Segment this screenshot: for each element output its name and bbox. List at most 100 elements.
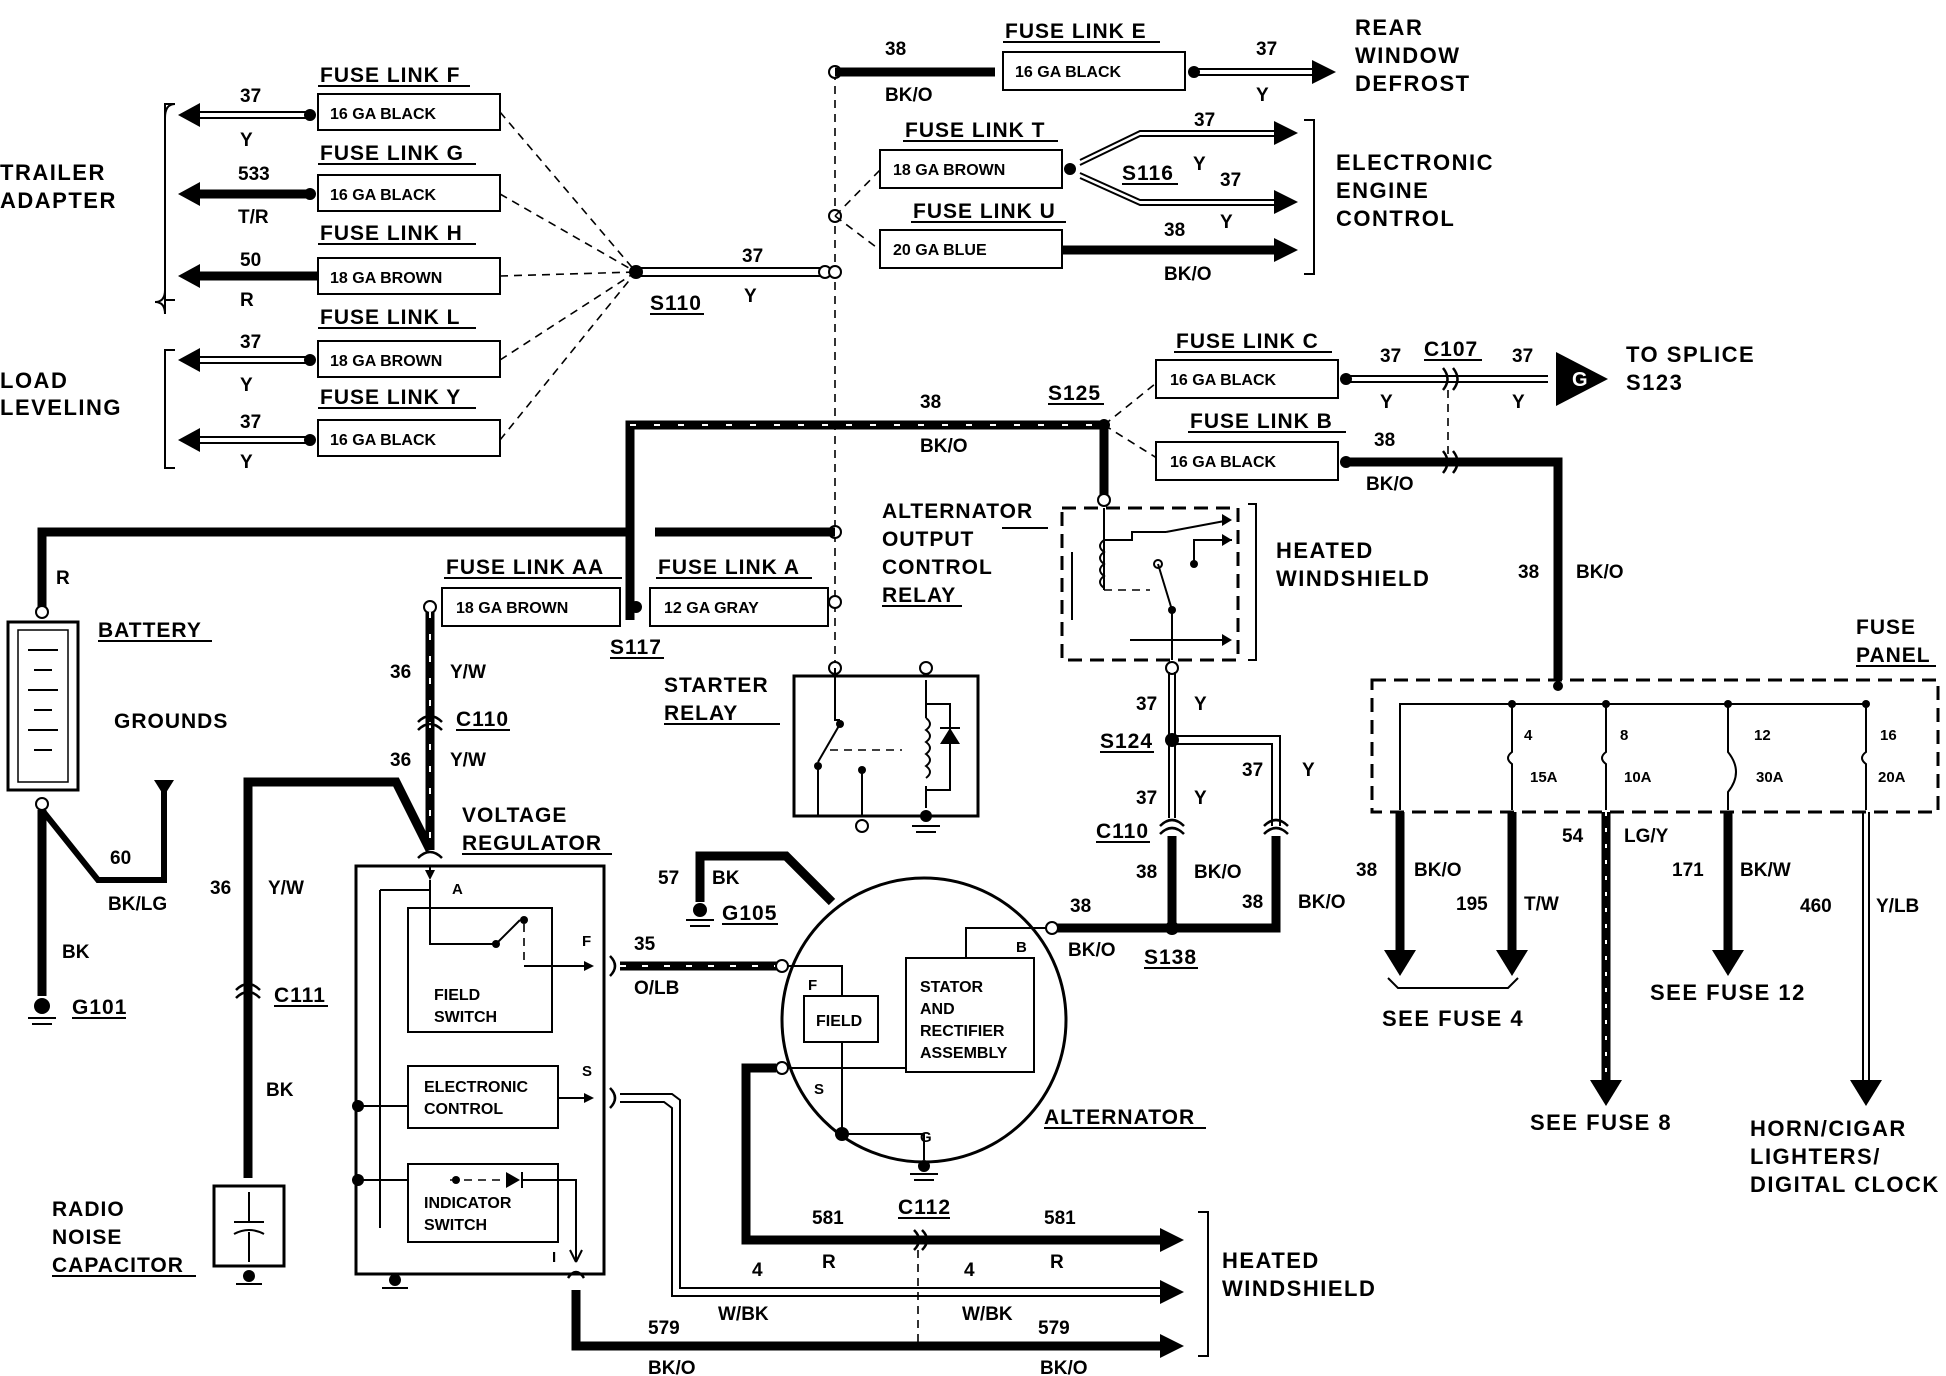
fuse-link-b: FUSE LINK B 16 GA BLACK 38 BK/O 38 BK/O [1155, 410, 1624, 680]
fuse-link-l: FUSE LINK L 18 GA BROWN 37 Y [178, 306, 501, 396]
svg-text:R: R [56, 568, 70, 589]
svg-text:RADIO: RADIO [52, 1198, 125, 1221]
fuse-link-a: FUSE LINK A 12 GA GRAY [649, 556, 829, 627]
svg-text:15A: 15A [1530, 769, 1558, 786]
svg-text:FUSE LINK H: FUSE LINK H [320, 222, 463, 245]
svg-text:S138: S138 [1144, 946, 1197, 969]
svg-text:4: 4 [1524, 727, 1533, 744]
fuse-link-c: FUSE LINK C 16 GA BLACK 37 Y 37 Y C107 G… [1155, 330, 1755, 462]
svg-text:STATOR: STATOR [920, 979, 984, 996]
svg-text:C107: C107 [1424, 338, 1478, 361]
svg-text:RELAY: RELAY [882, 584, 956, 607]
trailer-bracket [164, 103, 175, 301]
svg-text:Y: Y [1302, 760, 1315, 781]
svg-text:37: 37 [1256, 39, 1277, 60]
trailer-adapter-group: TRAILER ADAPTER [0, 103, 176, 315]
svg-text:FUSE LINK B: FUSE LINK B [1190, 410, 1333, 433]
svg-text:ELECTRONIC: ELECTRONIC [1336, 150, 1494, 175]
svg-text:18 GA BROWN: 18 GA BROWN [330, 353, 442, 370]
svg-text:G105: G105 [722, 902, 777, 925]
svg-text:W/BK: W/BK [962, 1304, 1013, 1325]
svg-text:Y: Y [1380, 392, 1393, 413]
fuse-panel: FUSE PANEL 4 15A 8 10A 12 30A 16 20A [1370, 616, 1940, 814]
svg-text:BK/O: BK/O [1576, 562, 1624, 583]
svg-text:195: 195 [1456, 894, 1488, 915]
svg-text:STARTER: STARTER [664, 674, 769, 697]
svg-text:12 GA GRAY: 12 GA GRAY [664, 600, 759, 617]
svg-text:18 GA BROWN: 18 GA BROWN [893, 162, 1005, 179]
voltage-regulator: VOLTAGE REGULATOR A FIELD SWITCH F ELECT… [352, 804, 612, 1289]
svg-text:BK: BK [62, 942, 90, 963]
svg-text:FUSE LINK AA: FUSE LINK AA [446, 556, 604, 579]
svg-text:SEE FUSE 8: SEE FUSE 8 [1530, 1110, 1672, 1135]
svg-text:BK/LG: BK/LG [108, 894, 167, 915]
svg-text:37: 37 [240, 412, 261, 433]
svg-text:FUSE LINK E: FUSE LINK E [1005, 20, 1147, 43]
fuse-panel-outputs: 38 BK/O 195 T/W SEE FUSE 4 54 LG/Y SEE F… [1356, 812, 1938, 1197]
svg-text:Y/W: Y/W [450, 750, 486, 771]
svg-text:38: 38 [1164, 220, 1185, 241]
fuse-link-y: FUSE LINK Y 16 GA BLACK 37 Y [178, 386, 501, 473]
svg-text:NOISE: NOISE [52, 1226, 122, 1249]
svg-text:BK/O: BK/O [1040, 1358, 1088, 1376]
svg-text:TO SPLICE: TO SPLICE [1626, 342, 1755, 367]
svg-text:C111: C111 [274, 984, 326, 1007]
fuse-link-f-title: FUSE LINK F [320, 64, 461, 87]
svg-text:579: 579 [1038, 1318, 1070, 1339]
trailer-adapter-label-2: ADAPTER [0, 188, 117, 213]
svg-text:LIGHTERS/: LIGHTERS/ [1750, 1144, 1881, 1169]
svg-text:BK/O: BK/O [1164, 264, 1212, 285]
svg-text:FIELD: FIELD [434, 987, 480, 1004]
svg-text:36: 36 [210, 878, 231, 899]
svg-text:G101: G101 [72, 996, 127, 1019]
svg-text:38: 38 [920, 392, 941, 413]
svg-text:SWITCH: SWITCH [434, 1009, 497, 1026]
svg-text:60: 60 [110, 848, 131, 869]
svg-text:S: S [582, 1063, 592, 1080]
svg-text:G: G [1572, 369, 1588, 391]
svg-text:O/LB: O/LB [634, 978, 679, 999]
svg-text:Y: Y [240, 452, 253, 473]
svg-text:Y: Y [1193, 154, 1206, 175]
svg-text:38: 38 [1242, 892, 1263, 913]
battery: R BATTERY GROUNDS 60 BK/LG BK G101 [6, 527, 835, 1025]
svg-text:38: 38 [885, 39, 906, 60]
svg-text:CONTROL: CONTROL [1336, 206, 1455, 231]
svg-text:FUSE LINK Y: FUSE LINK Y [320, 386, 461, 409]
svg-text:C110: C110 [456, 708, 509, 731]
eec-bracket [1304, 119, 1315, 275]
svg-text:HEATED: HEATED [1222, 1248, 1320, 1273]
svg-text:REAR: REAR [1355, 15, 1423, 40]
svg-text:FUSE LINK A: FUSE LINK A [658, 556, 800, 579]
svg-text:ASSEMBLY: ASSEMBLY [920, 1045, 1008, 1062]
svg-text:BK/O: BK/O [1366, 474, 1414, 495]
svg-text:38: 38 [1374, 430, 1395, 451]
svg-text:54: 54 [1562, 826, 1584, 847]
s110-label: S110 [650, 292, 702, 315]
svg-text:BK/O: BK/O [1414, 860, 1462, 881]
svg-text:FUSE LINK C: FUSE LINK C [1176, 330, 1319, 353]
svg-text:GROUNDS: GROUNDS [114, 710, 228, 733]
svg-text:I: I [552, 1249, 556, 1266]
svg-text:Y/W: Y/W [268, 878, 304, 899]
svg-text:WINDOW: WINDOW [1355, 43, 1461, 68]
svg-text:20A: 20A [1878, 769, 1906, 786]
svg-text:BK: BK [712, 868, 740, 889]
fuse-link-f-spec: 16 GA BLACK [330, 106, 437, 123]
alternator: 57 BK G105 F FIELD S STATOR AND RECTIFIE… [658, 851, 1375, 1357]
svg-text:F: F [808, 977, 817, 994]
load-leveling-label: LOAD [0, 368, 68, 393]
svg-text:S116: S116 [1122, 162, 1174, 185]
svg-text:37: 37 [1512, 346, 1533, 367]
relay-output-circuit: 37 Y S124 37 Y 37 Y C110 38 BK/O 38 BK/O… [1052, 661, 1346, 969]
fuse-link-u: FUSE LINK U 20 GA BLUE 38 BK/O [879, 200, 1298, 285]
svg-text:BK/O: BK/O [885, 85, 933, 106]
main-bus-s125: 38 BK/O S125 [625, 379, 1161, 620]
svg-text:S123: S123 [1626, 370, 1683, 395]
svg-text:LG/Y: LG/Y [1624, 826, 1669, 847]
svg-text:18 GA BROWN: 18 GA BROWN [330, 270, 442, 287]
svg-text:Y: Y [1220, 212, 1233, 233]
yw-feed: 36 Y/W C110 36 Y/W 36 Y/W C111 BK [210, 612, 510, 1178]
svg-text:37: 37 [1242, 760, 1263, 781]
